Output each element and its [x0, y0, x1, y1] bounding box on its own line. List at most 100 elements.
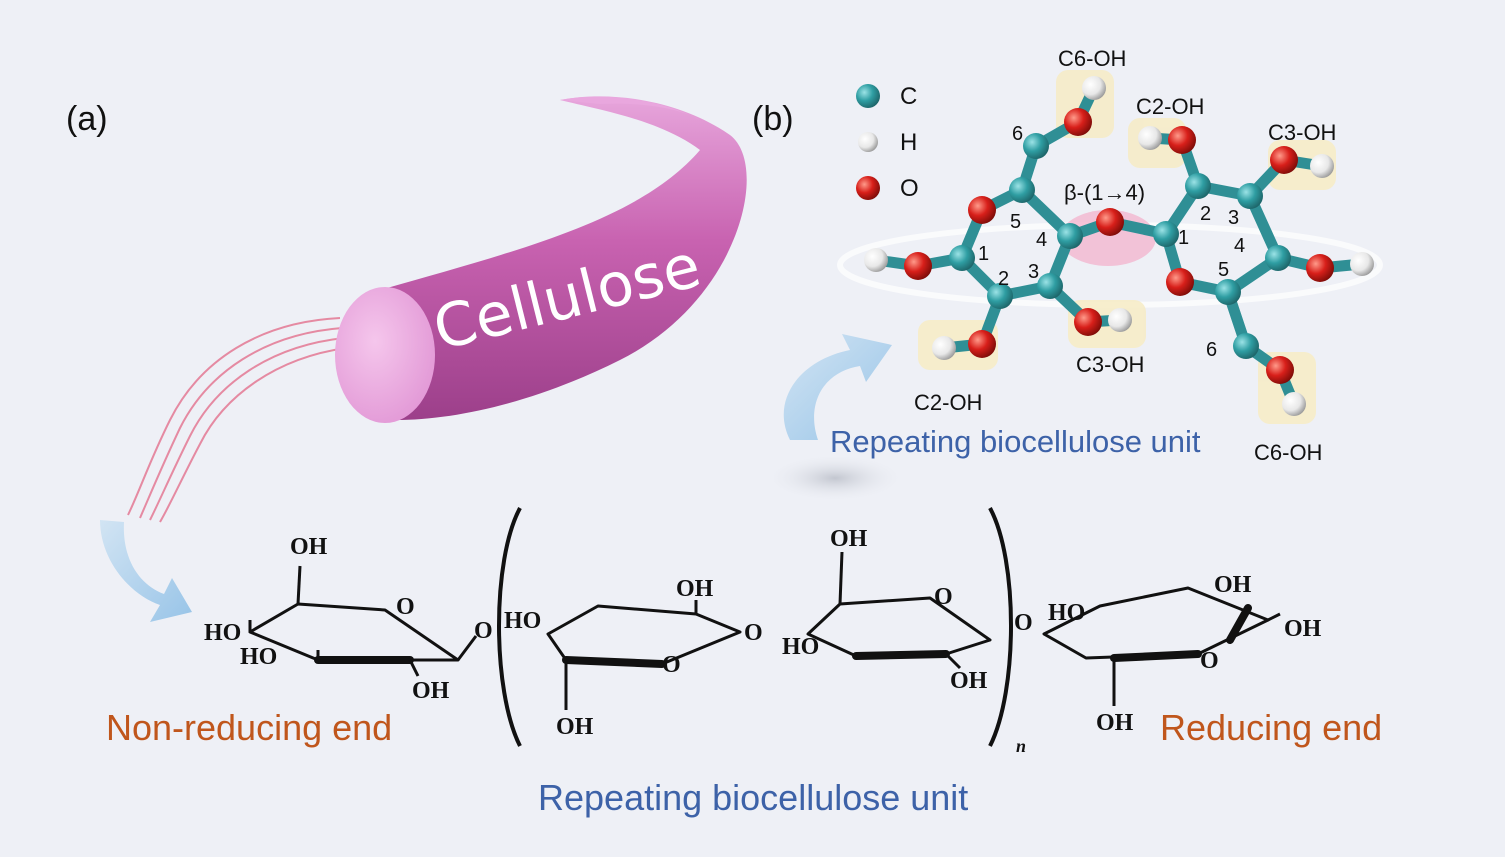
structure-label: OH — [412, 678, 450, 704]
atom — [949, 245, 975, 271]
atom — [932, 336, 956, 360]
atom — [1282, 392, 1306, 416]
atom — [1265, 245, 1291, 271]
atom — [1037, 273, 1063, 299]
atom — [1215, 279, 1241, 305]
structure-label: 2 — [998, 268, 1009, 290]
tube-tip — [560, 96, 700, 120]
atom — [1270, 146, 1298, 174]
atom — [1153, 221, 1179, 247]
atom — [1082, 76, 1106, 100]
structure-label: 2 — [1200, 203, 1211, 225]
atom — [1310, 154, 1334, 178]
structure-label: 6 — [1206, 339, 1217, 361]
atom — [987, 283, 1013, 309]
atom — [1306, 254, 1334, 282]
structure-label: 3 — [1028, 261, 1039, 283]
non-reducing-end-label: Non-reducing end — [106, 707, 392, 748]
atom — [968, 330, 996, 358]
label-c3-oh-right: C3-OH — [1268, 120, 1336, 145]
glucose-ring-1: OH O HO HO OH O — [204, 534, 493, 704]
structure-label: HO — [1048, 600, 1085, 626]
structure-label: O — [1200, 648, 1219, 674]
molecule-atoms — [864, 76, 1374, 416]
structure-caption: Repeating biocellulose unit — [538, 777, 968, 818]
glucose-ring-3: OH O HO OH — [782, 526, 992, 694]
subscript-n: n — [1016, 736, 1026, 756]
structure-label: O — [1014, 610, 1033, 636]
atom — [1168, 126, 1196, 154]
label-c2-oh-top: C2-OH — [1136, 94, 1204, 119]
atom-legend: C H O — [856, 83, 919, 202]
glucose-ring-2: HO OH O OH O — [504, 576, 763, 740]
structure-label: 1 — [978, 243, 989, 265]
structure-label: 3 — [1228, 207, 1239, 229]
structure-label: OH — [1284, 616, 1322, 642]
cellulose-tube — [380, 96, 747, 420]
ring-numbers-right: 1 2 3 4 5 6 — [1178, 203, 1245, 361]
structure-label: OH — [950, 668, 988, 694]
atom — [968, 196, 996, 224]
atom — [904, 252, 932, 280]
bracket-left — [497, 507, 522, 747]
atom — [1108, 308, 1132, 332]
structure-label: 4 — [1036, 229, 1047, 251]
hydrogen-legend-icon — [858, 132, 878, 152]
atom — [1266, 356, 1294, 384]
atom — [1350, 252, 1374, 276]
structure-label: O — [934, 584, 953, 610]
structure-label: OH — [290, 534, 328, 560]
atom — [1233, 333, 1259, 359]
ring-numbers-left: 1 2 3 4 5 6 — [978, 123, 1047, 290]
atom — [1166, 268, 1194, 296]
panel-b-label: (b) — [752, 100, 794, 138]
atom — [1138, 126, 1162, 150]
structure-label: 5 — [1218, 259, 1229, 281]
structure-label: 4 — [1234, 235, 1245, 257]
atom — [864, 248, 888, 272]
structure-label: OH — [1214, 572, 1252, 598]
structure-label: O — [396, 594, 415, 620]
curved-arrow-right — [783, 334, 892, 440]
legend-c-label: C — [900, 83, 917, 110]
linkage-label: β-(1→4) — [1064, 180, 1145, 205]
structure-label: OH — [1096, 710, 1134, 736]
structure-label: O — [474, 618, 493, 644]
label-c6-oh-bottom: C6-OH — [1254, 440, 1322, 465]
structure-label: OH — [830, 526, 868, 552]
structure-label: HO — [204, 620, 241, 646]
panel-b-caption: Repeating biocellulose unit — [830, 424, 1201, 459]
legend-o-label: O — [900, 175, 919, 202]
structure-label: HO — [240, 644, 277, 670]
panel-a-label: (a) — [66, 100, 108, 138]
atom — [1023, 133, 1049, 159]
structure-label: O — [744, 620, 763, 646]
fibril-strands — [127, 317, 347, 523]
structure-label: 1 — [1178, 227, 1189, 249]
curved-arrow-left — [100, 520, 192, 622]
cellulose-tube-cap — [335, 287, 435, 423]
atom — [1237, 183, 1263, 209]
structure-label: 5 — [1010, 211, 1021, 233]
atom — [1009, 177, 1035, 203]
label-c6-oh-top: C6-OH — [1058, 46, 1126, 71]
label-c3-oh-bottom: C3-OH — [1076, 352, 1144, 377]
structure-label: HO — [782, 634, 819, 660]
atom — [1096, 208, 1124, 236]
atom — [1185, 173, 1211, 199]
atom — [1057, 223, 1083, 249]
haworth-structure: OH O HO HO OH O HO OH O OH O OH — [204, 507, 1322, 756]
legend-h-label: H — [900, 129, 917, 156]
structure-label: O — [662, 652, 681, 678]
reducing-end-label: Reducing end — [1160, 707, 1382, 748]
glucose-ring-4: HO OH OH O OH — [1042, 572, 1322, 736]
structure-label: OH — [676, 576, 714, 602]
label-c2-oh-bottom: C2-OH — [914, 390, 982, 415]
carbon-legend-icon — [856, 84, 880, 108]
drop-shadow — [765, 454, 905, 502]
structure-label: OH — [556, 714, 594, 740]
atom — [1074, 308, 1102, 336]
oxygen-legend-icon — [856, 176, 880, 200]
bracket-right — [988, 507, 1013, 747]
